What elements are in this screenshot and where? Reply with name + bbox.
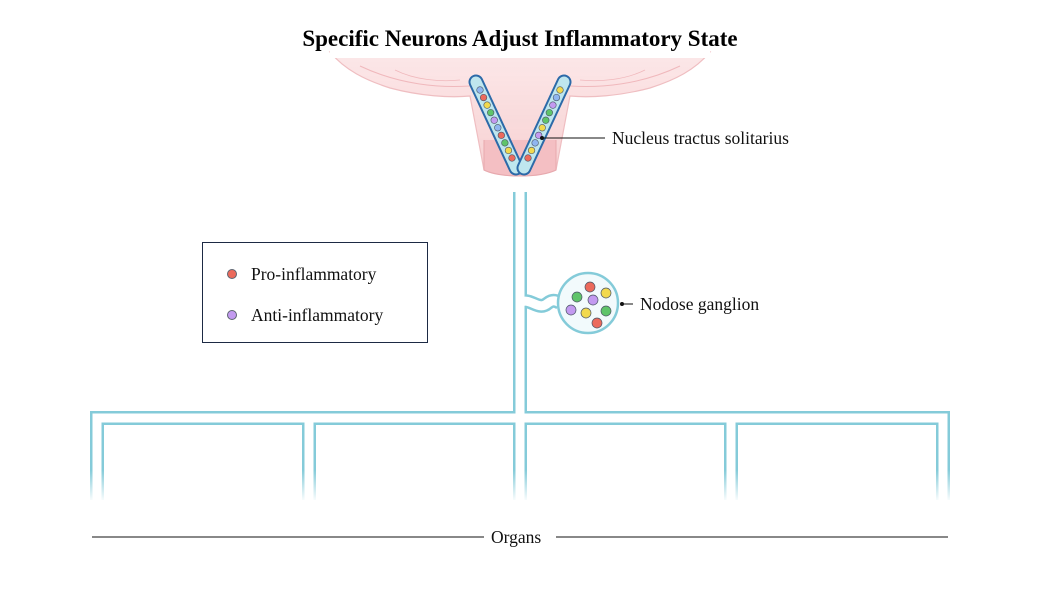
anti-inflammatory-dot-icon [227, 310, 237, 320]
vagus-nerve [90, 192, 950, 500]
nts-dot [531, 139, 539, 147]
nts-dot [538, 124, 546, 132]
nodose-ganglion [556, 271, 620, 335]
legend-item-anti: Anti-inflammatory [227, 304, 383, 326]
nts-dot [494, 124, 502, 132]
nts-dot [527, 146, 536, 155]
nts-dot [549, 101, 557, 109]
nts-dot [524, 154, 532, 162]
nucleus-tractus-solitarius [468, 74, 572, 176]
legend-item-pro: Pro-inflammatory [227, 263, 376, 285]
ganglion-connector-inner [517, 296, 563, 311]
nts-dot [556, 86, 564, 94]
ganglion-neuron [571, 291, 583, 303]
ganglion-neuron [600, 287, 612, 299]
nts-dot [490, 116, 498, 124]
leader-lines [92, 136, 948, 538]
nts-dot [479, 93, 488, 102]
ganglion-neuron [580, 307, 592, 319]
nts-dot [508, 154, 516, 162]
nts-dot [552, 93, 561, 102]
nodose-label: Nodose ganglion [640, 294, 760, 314]
ganglion-neuron [584, 281, 596, 293]
ganglion-neuron [591, 317, 603, 329]
legend-label-pro: Pro-inflammatory [251, 263, 377, 284]
nts-dot [487, 109, 495, 117]
ganglion-neuron [565, 304, 577, 316]
brainstem [328, 30, 712, 177]
nts-dot [476, 86, 484, 94]
nts-dot [545, 109, 553, 117]
legend: Pro-inflammatory Anti-inflammatory [202, 242, 428, 343]
organs-label: Organs [491, 527, 542, 547]
pro-inflammatory-dot-icon [227, 269, 237, 279]
ganglion-neuron [587, 294, 599, 306]
diagram-title: Specific Neurons Adjust Inflammatory Sta… [302, 26, 738, 51]
nts-dot [483, 101, 491, 109]
ganglion-neuron [600, 305, 612, 317]
legend-label-anti: Anti-inflammatory [251, 304, 384, 325]
nts-dot [504, 146, 513, 155]
nts-dot [542, 116, 550, 124]
nts-dot [497, 131, 505, 139]
nts-dot [501, 139, 509, 147]
nts-label: Nucleus tractus solitarius [612, 128, 789, 148]
